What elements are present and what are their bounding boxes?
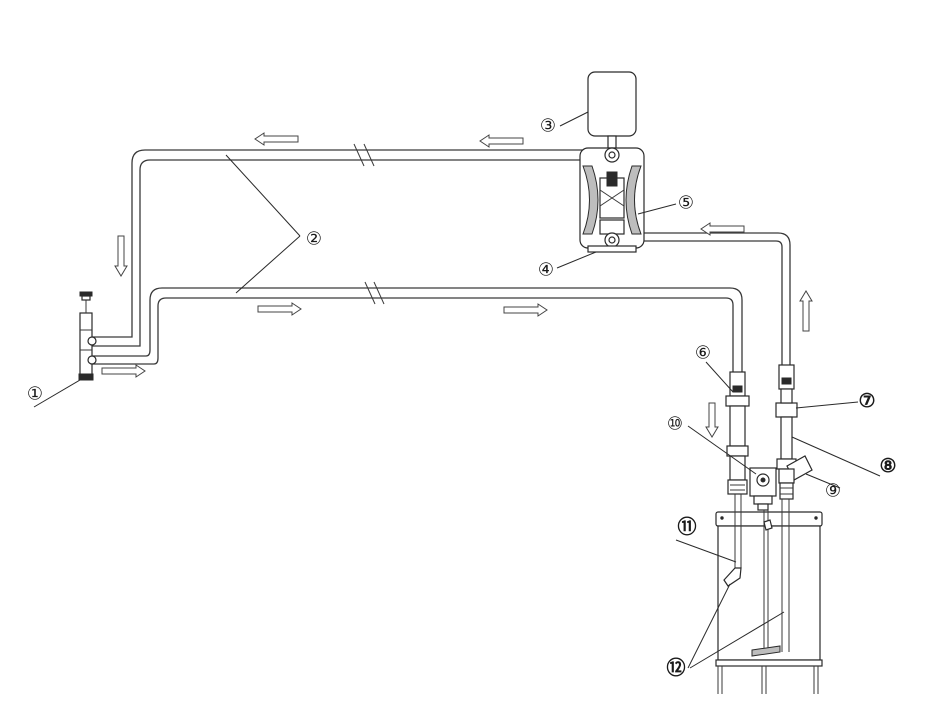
callout-9: ⑨ — [825, 481, 841, 502]
right-valve-assembly — [775, 364, 813, 500]
spray-gun — [78, 291, 97, 381]
callout-5: ⑤ — [678, 193, 694, 214]
flow-arrow-left-1 — [254, 132, 299, 146]
callout-12: ⑫ — [666, 656, 685, 679]
callout-1: ① — [27, 384, 43, 405]
flow-arrow-left-3 — [700, 222, 745, 236]
flow-arrow-right-3 — [101, 364, 146, 378]
callout-4: ④ — [538, 260, 554, 281]
pulsation-dampener — [587, 71, 637, 149]
upper-return-pipe — [92, 143, 588, 347]
callout-2: ② — [306, 229, 322, 250]
flow-arrow-right-2 — [503, 303, 548, 317]
filter — [749, 467, 777, 511]
left-valve-assembly — [725, 371, 750, 495]
callouts: ① ② ③ ④ ⑤ ⑥ ⑦ ⑧ ⑨ ⑩ ⑪ ⑫ — [27, 116, 897, 680]
lower-supply-pipe — [92, 281, 743, 372]
material-tank — [715, 494, 823, 694]
flow-arrow-left-2 — [479, 134, 524, 148]
flow-arrow-up-1 — [799, 290, 813, 332]
pump-to-tank-return-pipe — [640, 232, 791, 365]
leader-lines — [33, 111, 881, 669]
callout-7: ⑦ — [858, 390, 875, 412]
callout-8: ⑧ — [879, 455, 896, 477]
callout-10: ⑩ — [667, 414, 683, 435]
callout-6: ⑥ — [695, 343, 711, 364]
callout-11: ⑪ — [677, 515, 696, 538]
flow-arrow-down-1 — [114, 235, 128, 277]
callout-3: ③ — [540, 116, 556, 137]
flow-arrow-right-1 — [257, 302, 302, 316]
flow-arrows — [101, 132, 813, 438]
diaphragm-pump — [579, 147, 645, 253]
flow-arrow-down-2 — [705, 402, 719, 438]
